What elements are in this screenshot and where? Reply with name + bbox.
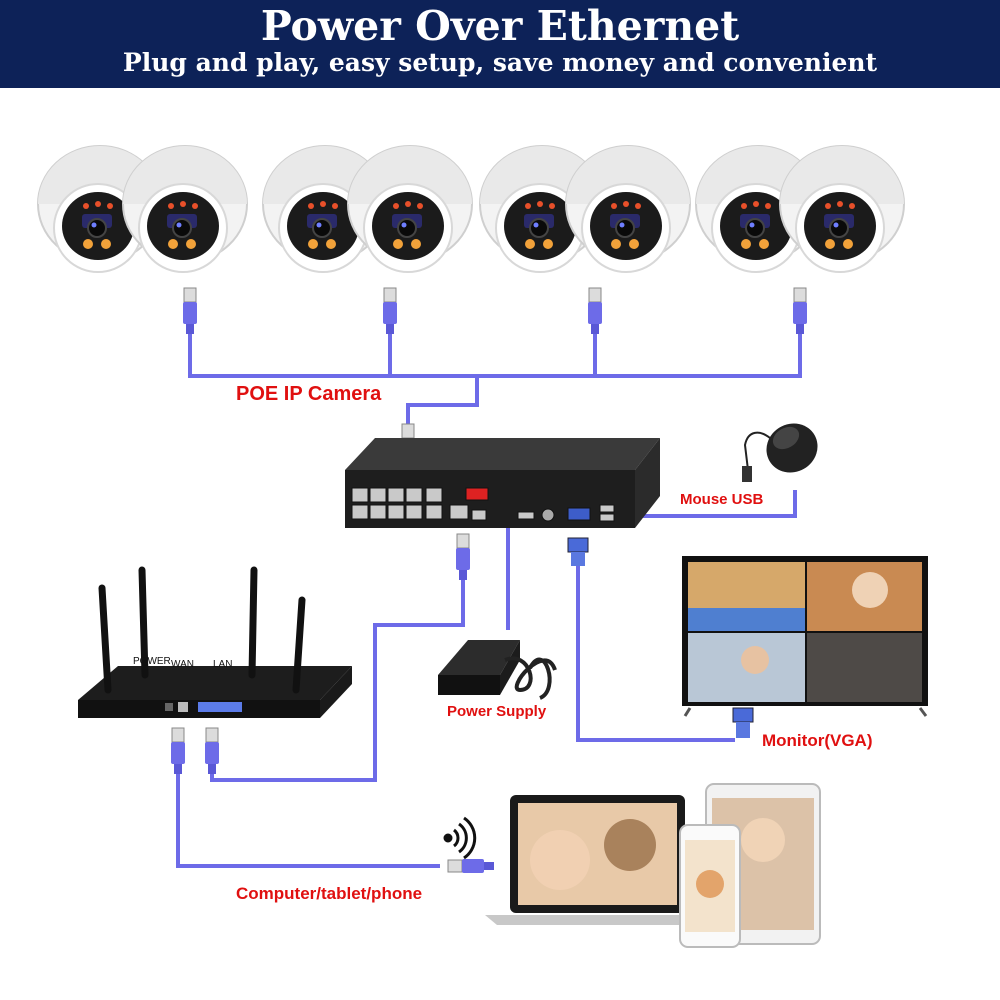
camera-group-1 <box>37 145 248 273</box>
nvr-icon <box>345 438 660 528</box>
vga-connector-icon <box>732 707 754 738</box>
camera-label: POE IP Camera <box>236 383 382 405</box>
rj45-connector-icon <box>382 287 398 335</box>
vga-connector-icon <box>567 537 589 566</box>
camera-group-3 <box>479 145 691 273</box>
page-title: Power Over Ethernet <box>260 2 740 50</box>
router-lan-label: LAN <box>213 659 233 670</box>
phone-icon <box>679 824 741 948</box>
dome-camera-icon <box>779 145 905 273</box>
rj45-connector-icon <box>587 287 603 335</box>
rj45-connector-icon <box>792 287 808 335</box>
router-icon <box>78 566 352 718</box>
mouse-label: Mouse USB <box>680 491 764 508</box>
router-power-label: POWER <box>133 656 171 667</box>
dome-camera-icon <box>565 145 691 273</box>
devices-label: Computer/tablet/phone <box>236 884 423 903</box>
rj45-connector-icon <box>455 533 471 581</box>
dome-camera-icon <box>122 145 248 273</box>
wifi-icon <box>443 816 477 860</box>
monitor-label: Monitor(VGA) <box>762 731 873 750</box>
dome-camera-icon <box>347 145 473 273</box>
power-supply-label: Power Supply <box>447 703 547 720</box>
mouse-icon <box>742 423 818 482</box>
router-wan-label: WAN <box>171 659 194 670</box>
monitor-icon <box>682 556 928 717</box>
laptop-icon <box>485 795 710 925</box>
header-banner: Power Over Ethernet Plug and play, easy … <box>0 0 1000 88</box>
rj45-connector-icon <box>182 287 198 335</box>
camera-group-4 <box>695 145 905 273</box>
rj45-connector-icon <box>170 727 186 775</box>
rj45-connector-icon <box>447 858 495 874</box>
rj45-connector-icon <box>204 727 220 775</box>
page-subtitle: Plug and play, easy setup, save money an… <box>122 48 878 77</box>
power-adapter-icon <box>438 640 557 700</box>
camera-group-2 <box>262 145 473 273</box>
